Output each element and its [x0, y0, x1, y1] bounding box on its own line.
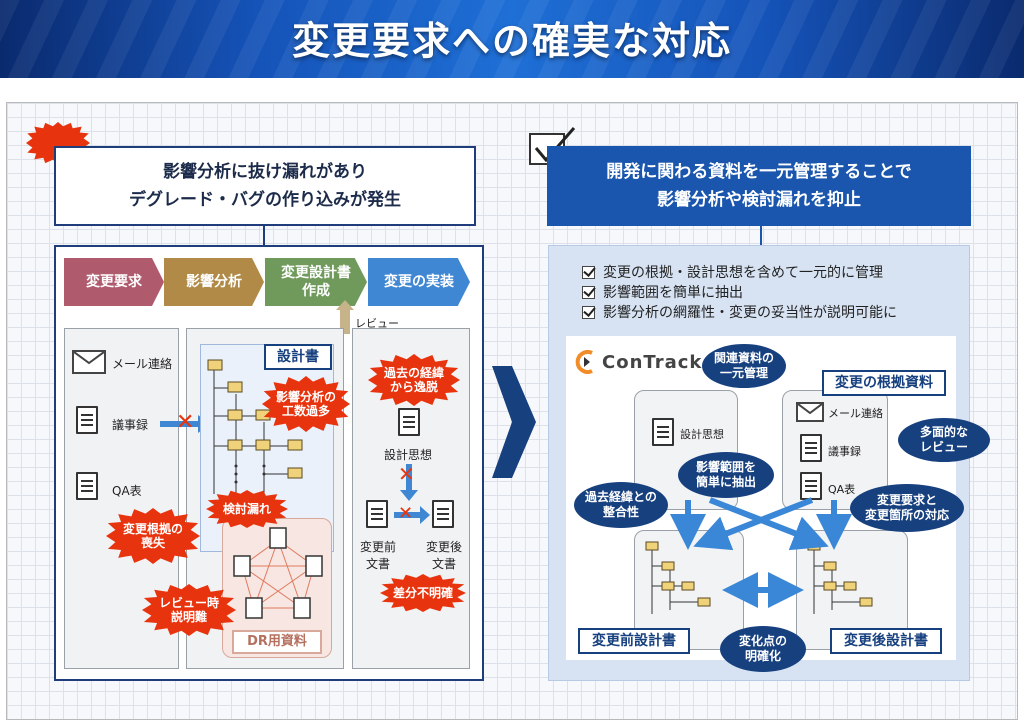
checklist-label: 変更の根拠・設計思想を含めて一元的に管理 [603, 265, 883, 281]
solution-title-line1: 開発に関わる資料を一元管理することで [606, 162, 912, 182]
contrack-logo-text: ConTrack [602, 352, 703, 373]
source-qa-label: QA表 [828, 483, 856, 496]
transition-arrow-icon [492, 366, 536, 478]
arrow-down-icon [400, 490, 418, 501]
burst-rationale-lost: 変更根拠の 喪失 [106, 508, 200, 564]
problem-title-box: 影響分析に抜け漏れがあり デグレード・バグの作り込みが発生 [54, 146, 476, 226]
checkbox-icon [582, 285, 595, 299]
problem-title-line1: 影響分析に抜け漏れがあり [163, 162, 367, 182]
phase-label: 影響分析 [186, 274, 242, 290]
solution-title-line2: 影響分析や検討漏れを抑止 [657, 190, 861, 210]
checklist-label: 影響範囲を簡単に抽出 [603, 285, 743, 301]
cross-mark-icon: ✕ [176, 410, 195, 435]
design-thought-document-icon [398, 408, 420, 436]
source-minutes-label: 議事録 [828, 445, 861, 458]
design-thought-label: 設計思想 [680, 428, 724, 441]
before-doc-label: 変更前 文書 [359, 540, 396, 571]
after-design-label: 変更後設計書 [830, 628, 942, 654]
oval-easy-extraction: 影響範囲を 簡単に抽出 [678, 452, 774, 498]
page-title: 変更要求への確実な対応 [291, 19, 732, 63]
before-design-label: 変更前設計書 [578, 628, 690, 654]
oval-central-management: 関連資料の 一元管理 [702, 344, 786, 388]
phase-label: 変更設計書 作成 [281, 265, 351, 299]
review-arrow-shaft [340, 310, 350, 334]
burst-history-deviation: 過去の経緯 から逸脱 [368, 354, 460, 406]
cross-mark-icon: ✕ [398, 503, 414, 524]
design-thought-label: 設計思想 [384, 448, 433, 462]
phase-impact-analysis: 影響分析 [164, 258, 264, 306]
checklist-item: 影響分析の網羅性・変更の妥当性が説明可能に [582, 302, 897, 322]
review-network-icon [233, 527, 323, 619]
before-document-icon [366, 500, 388, 528]
arrow-right-shaft [394, 512, 422, 518]
qa-document-icon [76, 472, 98, 500]
burst-review-difficulty: レビュー時 説明難 [142, 584, 236, 636]
cross-mark-icon: ✕ [398, 462, 415, 486]
source-qa-label: QA表 [112, 484, 142, 498]
blocked-arrow-shaft [160, 421, 200, 427]
contrack-logo-icon [575, 350, 593, 374]
checkbox-icon [582, 265, 595, 279]
phase-label: 変更の実装 [384, 274, 454, 290]
arrow-right-icon [420, 506, 430, 524]
minutes-document-icon [800, 434, 822, 462]
design-thought-document-icon [652, 418, 674, 446]
dr-materials-label: DR用資料 [232, 630, 322, 654]
rationale-label: 変更の根拠資料 [822, 370, 946, 396]
checklist-item: 変更の根拠・設計思想を含めて一元的に管理 [582, 262, 897, 282]
burst-oversight: 検討漏れ [206, 490, 288, 528]
oval-history-consistency: 過去経緯との 整合性 [574, 482, 668, 528]
checklist-item: 影響範囲を簡単に抽出 [582, 282, 897, 302]
mail-icon [72, 350, 106, 374]
oval-request-mapping: 変更要求と 変更箇所の対応 [850, 484, 964, 532]
review-arrow-icon [336, 300, 354, 310]
phase-change-request: 変更要求 [64, 258, 164, 306]
design-doc-label: 設計書 [264, 344, 332, 370]
source-mail-label: メール連絡 [112, 357, 173, 371]
after-doc-label: 変更後 文書 [425, 540, 462, 571]
problem-title-line2: デグレード・バグの作り込みが発生 [129, 190, 401, 210]
oval-multifaceted-review: 多面的な レビュー [898, 418, 990, 462]
benefit-checklist: 変更の根拠・設計思想を含めて一元的に管理 影響範囲を簡単に抽出 影響分析の網羅性… [582, 262, 897, 322]
source-minutes-label: 議事録 [112, 418, 149, 432]
burst-impact-effort: 影響分析の 工数過多 [262, 376, 350, 432]
review-label: レビュー [355, 317, 399, 330]
phase-design-doc: 変更設計書 作成 [265, 258, 367, 306]
connector-line [263, 226, 265, 246]
solution-title-box: 開発に関わる資料を一元管理することで 影響分析や検討漏れを抑止 [547, 146, 971, 226]
oval-change-points: 変化点の 明確化 [720, 626, 806, 672]
header-banner: 変更要求への確実な対応 [0, 0, 1024, 78]
phase-implementation: 変更の実装 [368, 258, 470, 306]
checkbox-icon [582, 305, 595, 319]
phase-label: 変更要求 [86, 274, 142, 290]
folder-tree-icon [207, 359, 303, 504]
arrow-down-shaft [406, 464, 412, 492]
burst-unclear-diff: 差分不明確 [380, 574, 466, 612]
flow-arrows-icon [670, 497, 852, 608]
checklist-label: 影響分析の網羅性・変更の妥当性が説明可能に [603, 305, 897, 321]
mail-icon [796, 402, 824, 422]
before-folder-tree-icon [645, 541, 711, 614]
source-mail-label: メール連絡 [828, 407, 883, 420]
minutes-document-icon [76, 406, 98, 434]
after-document-icon [432, 500, 454, 528]
connector-line [760, 226, 762, 246]
